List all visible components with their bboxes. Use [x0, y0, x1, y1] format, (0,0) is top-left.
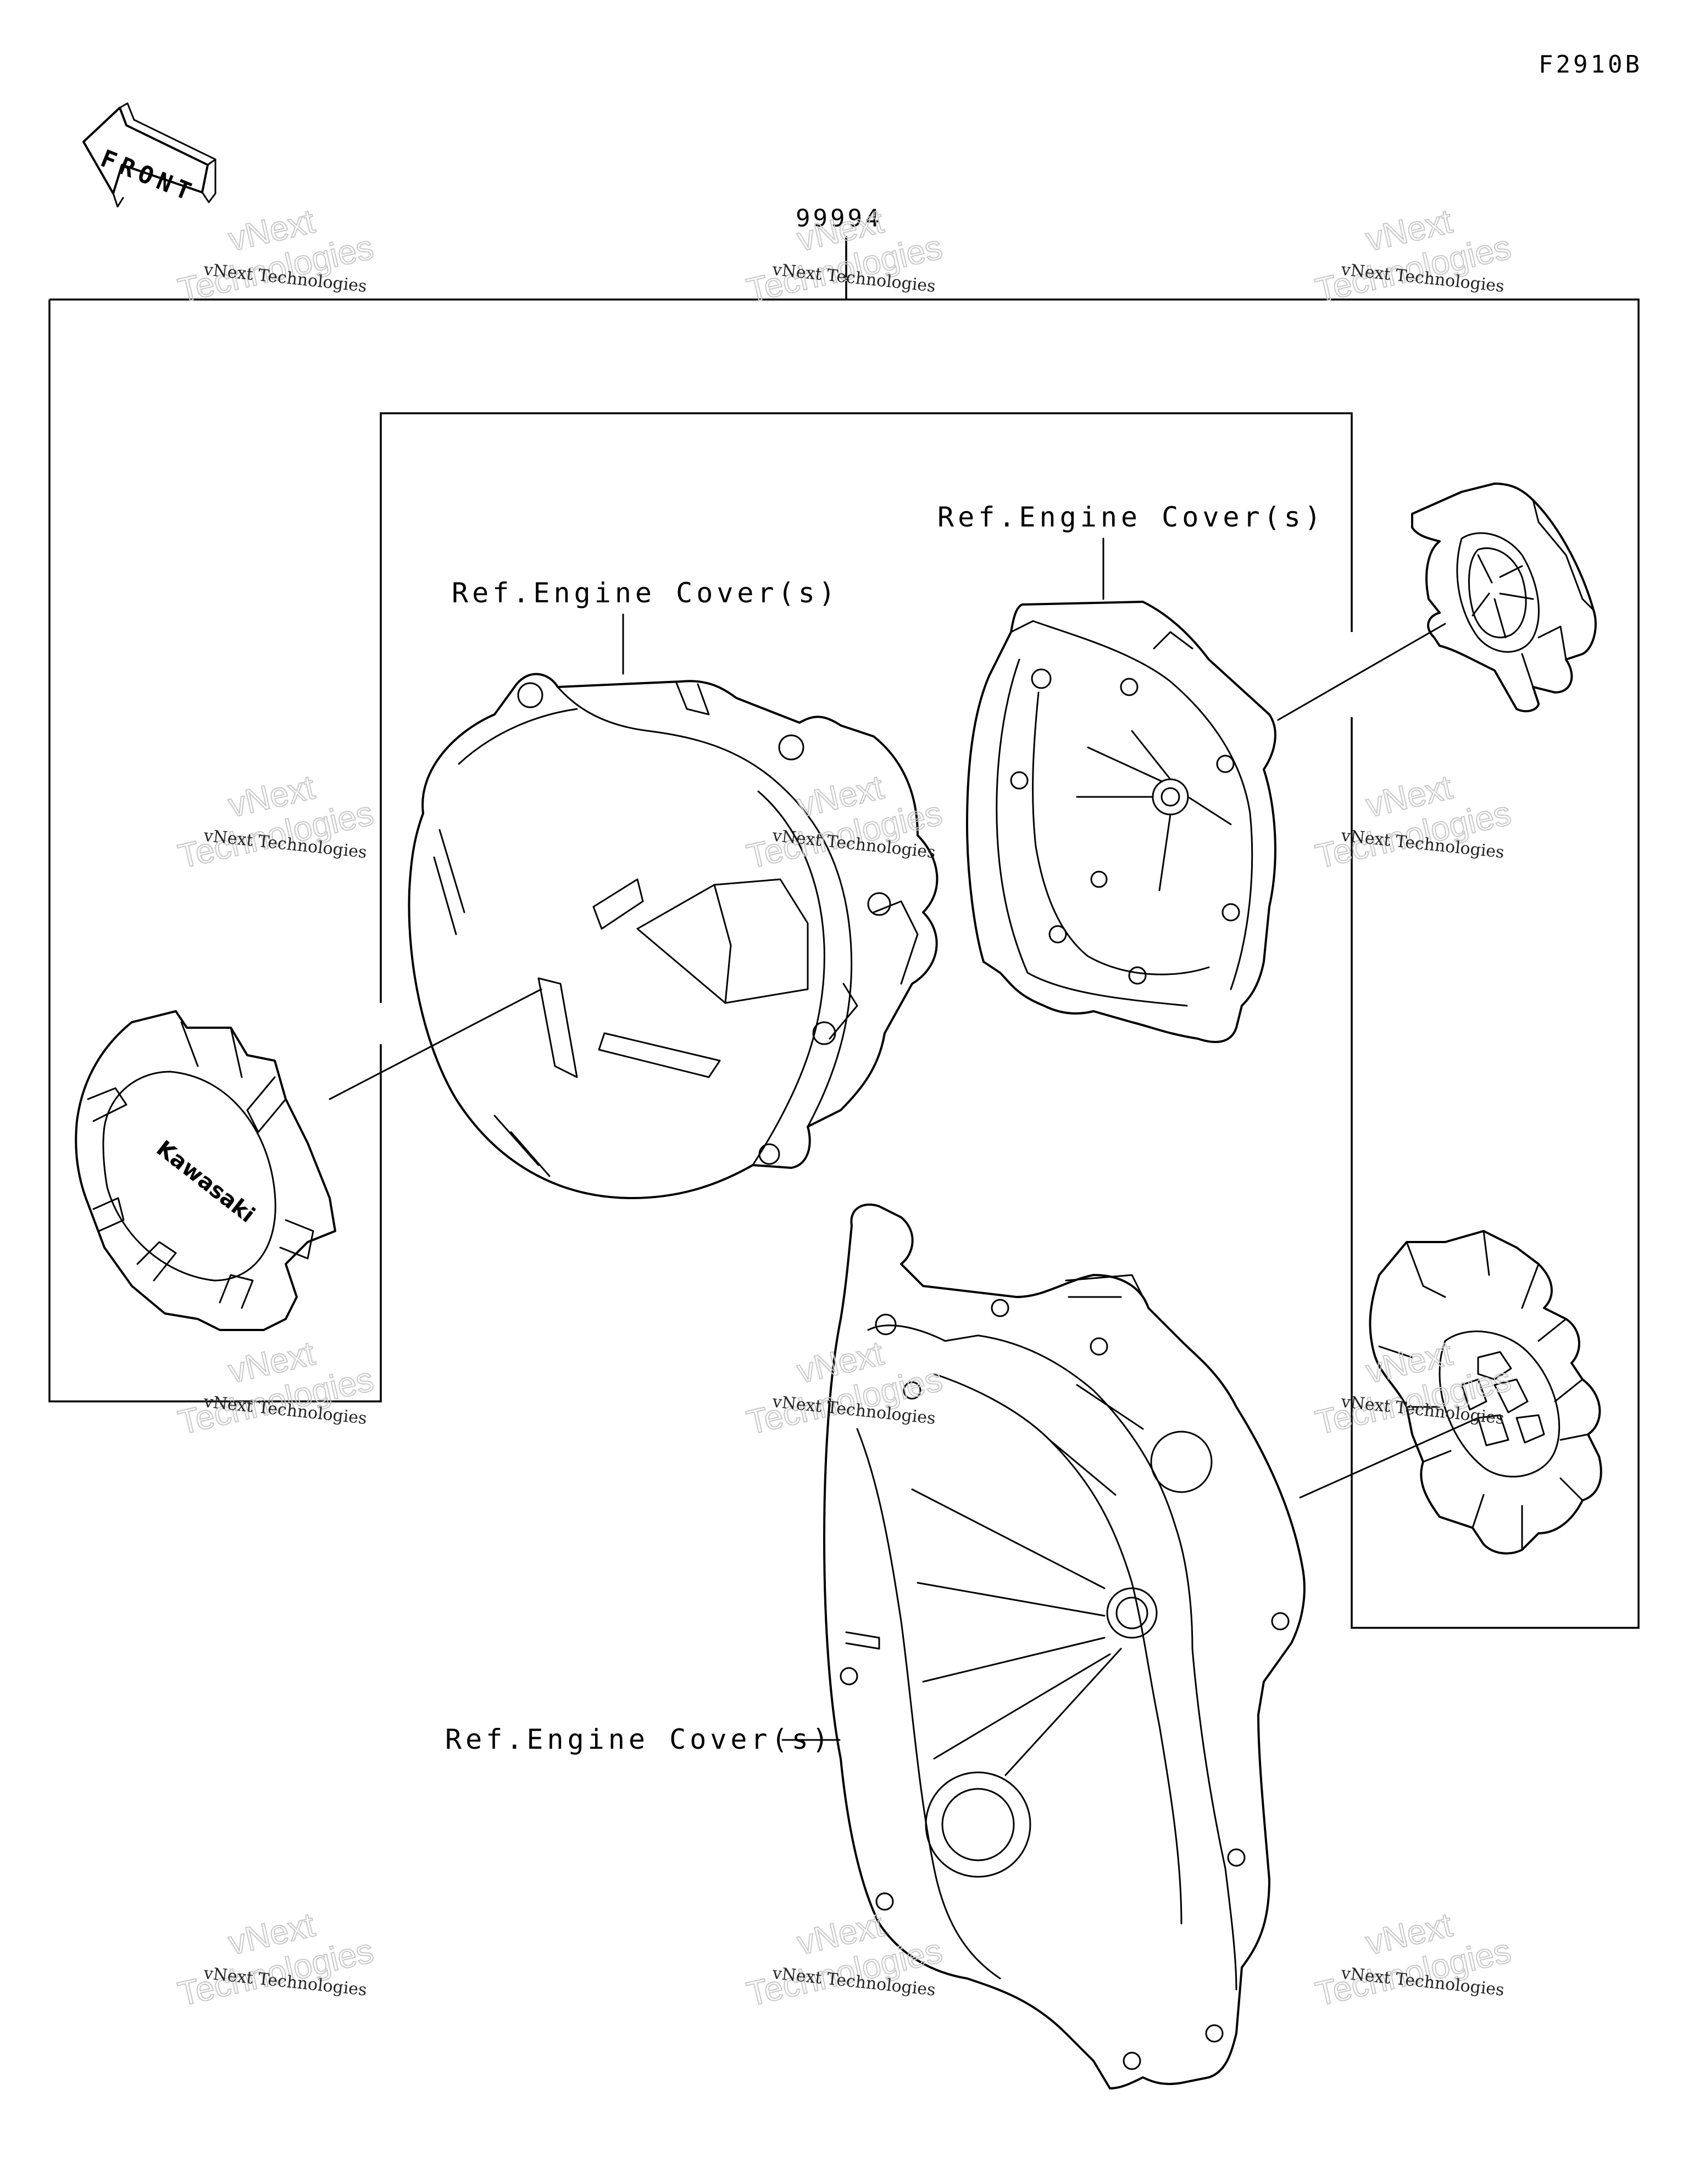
pulser-cover-icon: [966, 601, 1276, 1043]
generator-cover-guard-icon: Kawasaki: [75, 1010, 336, 1331]
kit-part-number: 99994: [796, 204, 882, 232]
kit-outer-bracket: [48, 298, 1640, 1629]
pulser-cover-ref-label: Ref.Engine Cover(s): [937, 501, 1325, 533]
diagram-code: F2910B: [1539, 51, 1642, 79]
clutch-guard-leader: [1299, 1417, 1479, 1499]
gen-cover-ref-label: Ref.Engine Cover(s): [452, 577, 839, 609]
clutch-cover-ref-label: Ref.Engine Cover(s): [445, 1723, 832, 1755]
pulser-guard-leader: [1277, 623, 1446, 721]
guard-brand-label: Kawasaki: [152, 1136, 259, 1228]
pulser-cover-guard-icon: [1411, 483, 1597, 713]
clutch-cover-guard-icon: [1369, 1230, 1602, 1555]
watermark-layer: Technologies vNext vNext Technologies Te…: [174, 202, 1515, 2014]
generator-cover-icon: [408, 673, 939, 1199]
front-arrow-icon: FRONT: [82, 102, 216, 208]
gen-guard-leader: [329, 988, 542, 1100]
kit-inner-bracket: [380, 412, 1353, 1003]
clutch-cover-icon: [823, 1203, 1306, 2089]
